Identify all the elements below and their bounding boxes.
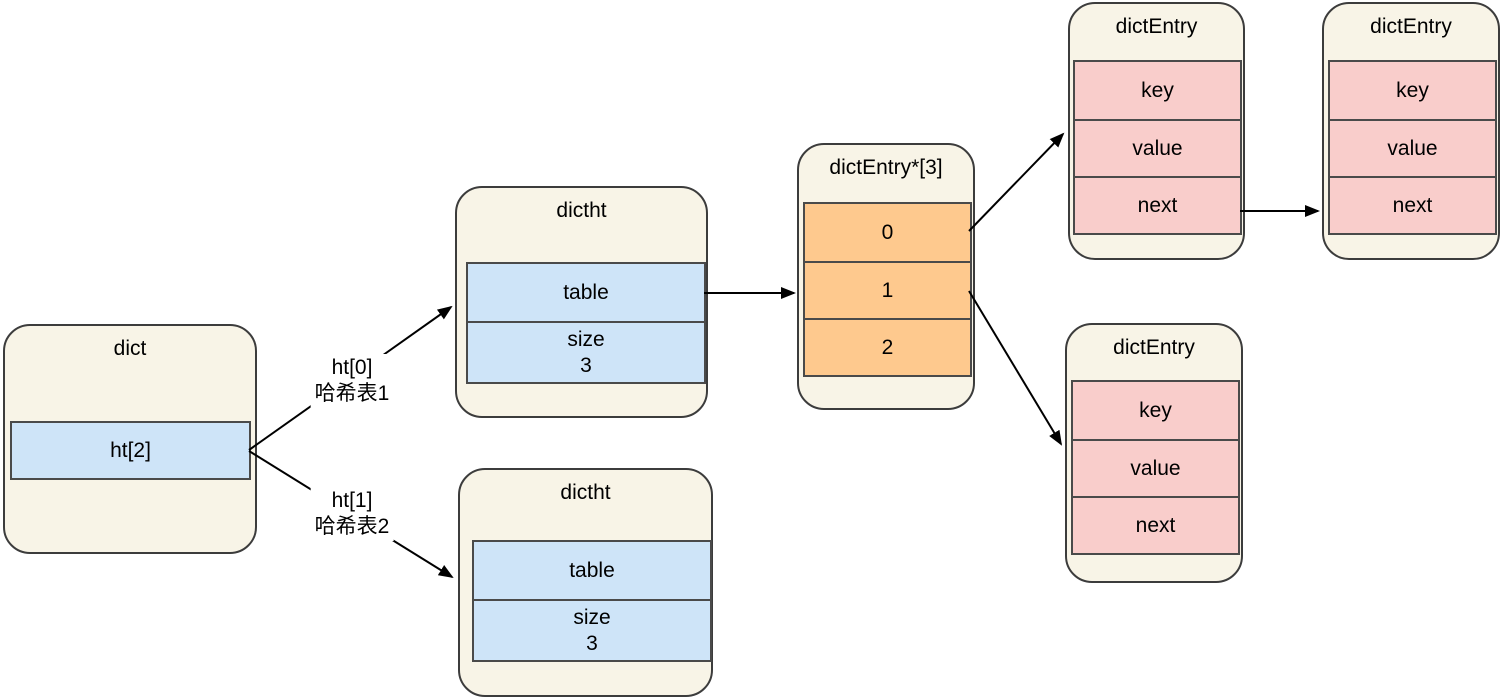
- arrow-bucket0-to-dictentry: [968, 132, 1065, 232]
- entry3-next-label: next: [1135, 513, 1176, 537]
- entry3-value-cell: value: [1073, 439, 1238, 496]
- entry2-key-label: key: [1396, 78, 1429, 102]
- entry1-key-label: key: [1141, 78, 1174, 102]
- bucket-1-cell: 1: [805, 261, 970, 318]
- node-dict-title: dict: [113, 337, 147, 360]
- dictht-bottom-size-cell: size 3: [474, 599, 710, 660]
- node-dictentry-bottom: dictEntry key value next: [1065, 323, 1243, 583]
- node-dictentry-top-first-cells: key value next: [1073, 60, 1242, 235]
- entry2-key-cell: key: [1330, 62, 1495, 119]
- node-dictentry-top-second-title: dictEntry: [1370, 15, 1452, 38]
- node-dictentry-array: dictEntry*[3] 0 1 2: [797, 143, 975, 410]
- node-dictht-top: dictht table size 3: [455, 186, 708, 418]
- edge-label-ht0-line1: ht[0]: [331, 356, 373, 379]
- dictht-bottom-size-label: size: [573, 605, 611, 629]
- dictht-top-size-value: 3: [580, 353, 592, 377]
- entry1-next-label: next: [1137, 193, 1178, 217]
- entry2-next-label: next: [1392, 193, 1433, 217]
- edge-label-ht1-line1: ht[1]: [331, 489, 373, 512]
- entry1-next-cell: next: [1075, 176, 1240, 233]
- dictht-top-table-cell: table: [468, 264, 704, 321]
- node-dictentry-top-first-title: dictEntry: [1115, 15, 1198, 38]
- edge-label-ht1-line2: 哈希表2: [314, 515, 390, 538]
- dictht-top-table-label: table: [563, 280, 609, 304]
- node-dict: dict ht[2]: [3, 324, 257, 554]
- node-dictht-bottom: dictht table size 3: [458, 468, 713, 697]
- bucket-0-cell: 0: [805, 204, 970, 261]
- dictht-top-size-label: size: [567, 327, 605, 351]
- node-dictentry-top-second: dictEntry key value next: [1322, 2, 1500, 260]
- node-dictht-top-cells: table size 3: [466, 262, 706, 384]
- dictht-bottom-size-value: 3: [586, 631, 598, 655]
- node-dictht-bottom-cells: table size 3: [472, 540, 712, 662]
- entry3-key-label: key: [1139, 398, 1172, 422]
- bucket-2-label: 2: [881, 335, 894, 359]
- entry2-next-cell: next: [1330, 176, 1495, 233]
- node-dict-cells: ht[2]: [10, 421, 251, 480]
- entry3-key-cell: key: [1073, 382, 1238, 439]
- node-dictentry-top-first: dictEntry key value next: [1068, 2, 1245, 260]
- entry2-value-cell: value: [1330, 119, 1495, 176]
- dictht-top-size-cell: size 3: [468, 321, 704, 382]
- entry2-value-label: value: [1387, 136, 1438, 160]
- entry1-key-cell: key: [1075, 62, 1240, 119]
- node-dictentry-bottom-cells: key value next: [1071, 380, 1240, 555]
- entry3-value-label: value: [1130, 456, 1181, 480]
- node-dictht-top-title: dictht: [556, 199, 607, 222]
- dictht-bottom-table-label: table: [569, 558, 615, 582]
- node-dictentry-array-cells: 0 1 2: [803, 202, 972, 377]
- bucket-1-label: 1: [881, 278, 894, 302]
- node-dictentry-top-second-cells: key value next: [1328, 60, 1497, 235]
- edge-label-ht0: ht[0] 哈希表1: [310, 354, 394, 408]
- node-dictentry-bottom-title: dictEntry: [1113, 336, 1195, 359]
- node-dictentry-array-title: dictEntry*[3]: [829, 156, 943, 179]
- arrow-bucket1-to-dictentry: [968, 290, 1063, 446]
- bucket-2-cell: 2: [805, 318, 970, 375]
- edge-label-ht0-line2: 哈希表1: [314, 382, 390, 405]
- node-dictht-bottom-title: dictht: [560, 481, 611, 504]
- edge-label-ht1: ht[1] 哈希表2: [310, 487, 394, 541]
- dictht-bottom-table-cell: table: [474, 542, 710, 599]
- entry1-value-cell: value: [1075, 119, 1240, 176]
- dict-ht2-cell: ht[2]: [12, 423, 249, 478]
- bucket-0-label: 0: [881, 220, 894, 244]
- dict-ht2-label: ht[2]: [110, 438, 151, 462]
- entry1-value-label: value: [1132, 136, 1183, 160]
- entry3-next-cell: next: [1073, 496, 1238, 553]
